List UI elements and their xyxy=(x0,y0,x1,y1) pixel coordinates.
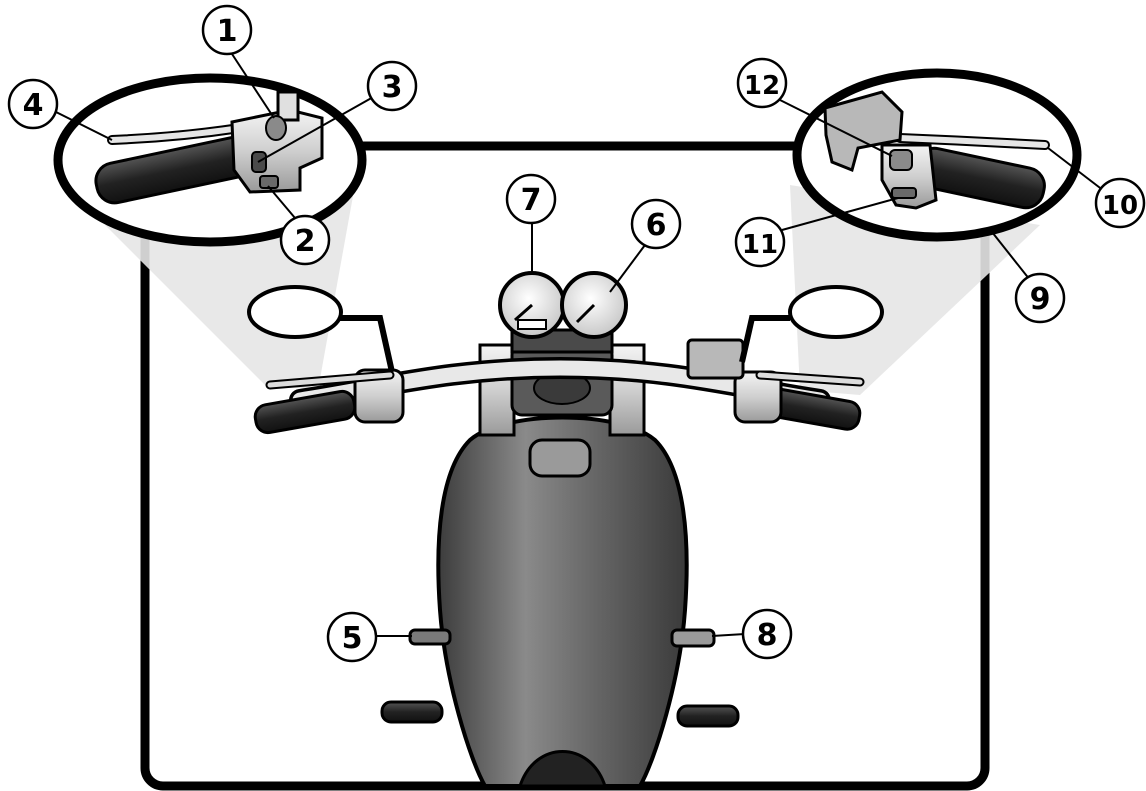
leader-11 xyxy=(781,197,899,231)
left-switch-housing xyxy=(353,368,405,424)
callout-6: 6 xyxy=(630,198,682,250)
callout-6-circle xyxy=(630,198,682,250)
leader-9 xyxy=(991,231,1031,281)
front-brake-lever-fill xyxy=(757,372,863,385)
clutch-lever-fill xyxy=(267,372,393,388)
right-zoom-button-11 xyxy=(891,187,917,199)
callout-3-circle xyxy=(366,60,418,112)
callout-2-label: 2 xyxy=(295,224,316,259)
callout-5-label: 5 xyxy=(342,621,363,656)
left-zoom-lever-fill xyxy=(109,125,243,143)
right-brake-reservoir xyxy=(686,338,745,380)
leader-3 xyxy=(257,95,376,163)
callout-4-circle xyxy=(7,78,59,130)
callout-9-label: 9 xyxy=(1030,282,1051,317)
fuel-cap xyxy=(528,438,592,478)
callout-7: 7 xyxy=(505,173,557,225)
callout-12-label: 12 xyxy=(744,71,780,101)
callout-11-label: 11 xyxy=(742,230,778,260)
callout-12: 12 xyxy=(736,57,788,109)
leader-4 xyxy=(51,109,113,141)
callout-7-circle xyxy=(505,173,557,225)
callout-9: 9 xyxy=(1014,272,1066,324)
gear-shift-lever xyxy=(408,628,452,646)
tachometer-needle xyxy=(514,303,533,322)
right-zoom-button-12 xyxy=(889,149,913,171)
leader-lines xyxy=(51,53,1109,637)
rear-brake-pedal xyxy=(670,628,716,648)
speedometer-needle xyxy=(575,303,596,324)
left-zoom-mount xyxy=(276,90,300,122)
right-footpeg xyxy=(676,704,740,728)
leader-12 xyxy=(779,99,893,157)
odometer-window xyxy=(517,319,547,330)
leader-1 xyxy=(231,53,275,119)
callout-9-circle xyxy=(1014,272,1066,324)
callout-10: 10 xyxy=(1094,177,1146,229)
callout-1-label: 1 xyxy=(217,14,238,49)
callout-2: 2 xyxy=(279,214,331,266)
tank-seat-notch xyxy=(517,750,608,788)
leader-2 xyxy=(267,185,296,219)
callout-1-circle xyxy=(201,4,253,56)
left-zoom-button-1 xyxy=(265,115,287,141)
callout-10-circle xyxy=(1094,177,1146,229)
callout-3: 3 xyxy=(366,60,418,112)
left-footpeg xyxy=(380,700,444,724)
callout-11-circle xyxy=(734,216,786,268)
callout-5: 5 xyxy=(326,611,378,663)
right-mirror xyxy=(788,285,884,339)
callout-5-circle xyxy=(326,611,378,663)
left-mirror-stem xyxy=(338,315,395,373)
right-zoom-reservoir xyxy=(823,90,904,173)
leader-6 xyxy=(609,244,646,293)
callout-2-circle xyxy=(279,214,331,266)
callout-8-label: 8 xyxy=(757,618,778,653)
callout-7-label: 7 xyxy=(521,183,542,218)
callout-1: 1 xyxy=(201,4,253,56)
leader-8 xyxy=(711,633,746,637)
callout-8-circle xyxy=(741,608,793,660)
right-fork xyxy=(608,343,646,437)
left-mirror xyxy=(247,285,343,339)
callout-12-circle xyxy=(736,57,788,109)
right-mirror-stem xyxy=(739,315,790,363)
callout-8: 8 xyxy=(741,608,793,660)
callout-6-label: 6 xyxy=(646,208,667,243)
callout-10-label: 10 xyxy=(1102,191,1138,221)
callout-3-label: 3 xyxy=(382,70,403,105)
callout-11: 11 xyxy=(734,216,786,268)
callout-4-label: 4 xyxy=(23,88,44,123)
right-zoom-lever-fill xyxy=(897,135,1048,148)
callout-4: 4 xyxy=(7,78,59,130)
leader-10 xyxy=(1047,147,1109,195)
